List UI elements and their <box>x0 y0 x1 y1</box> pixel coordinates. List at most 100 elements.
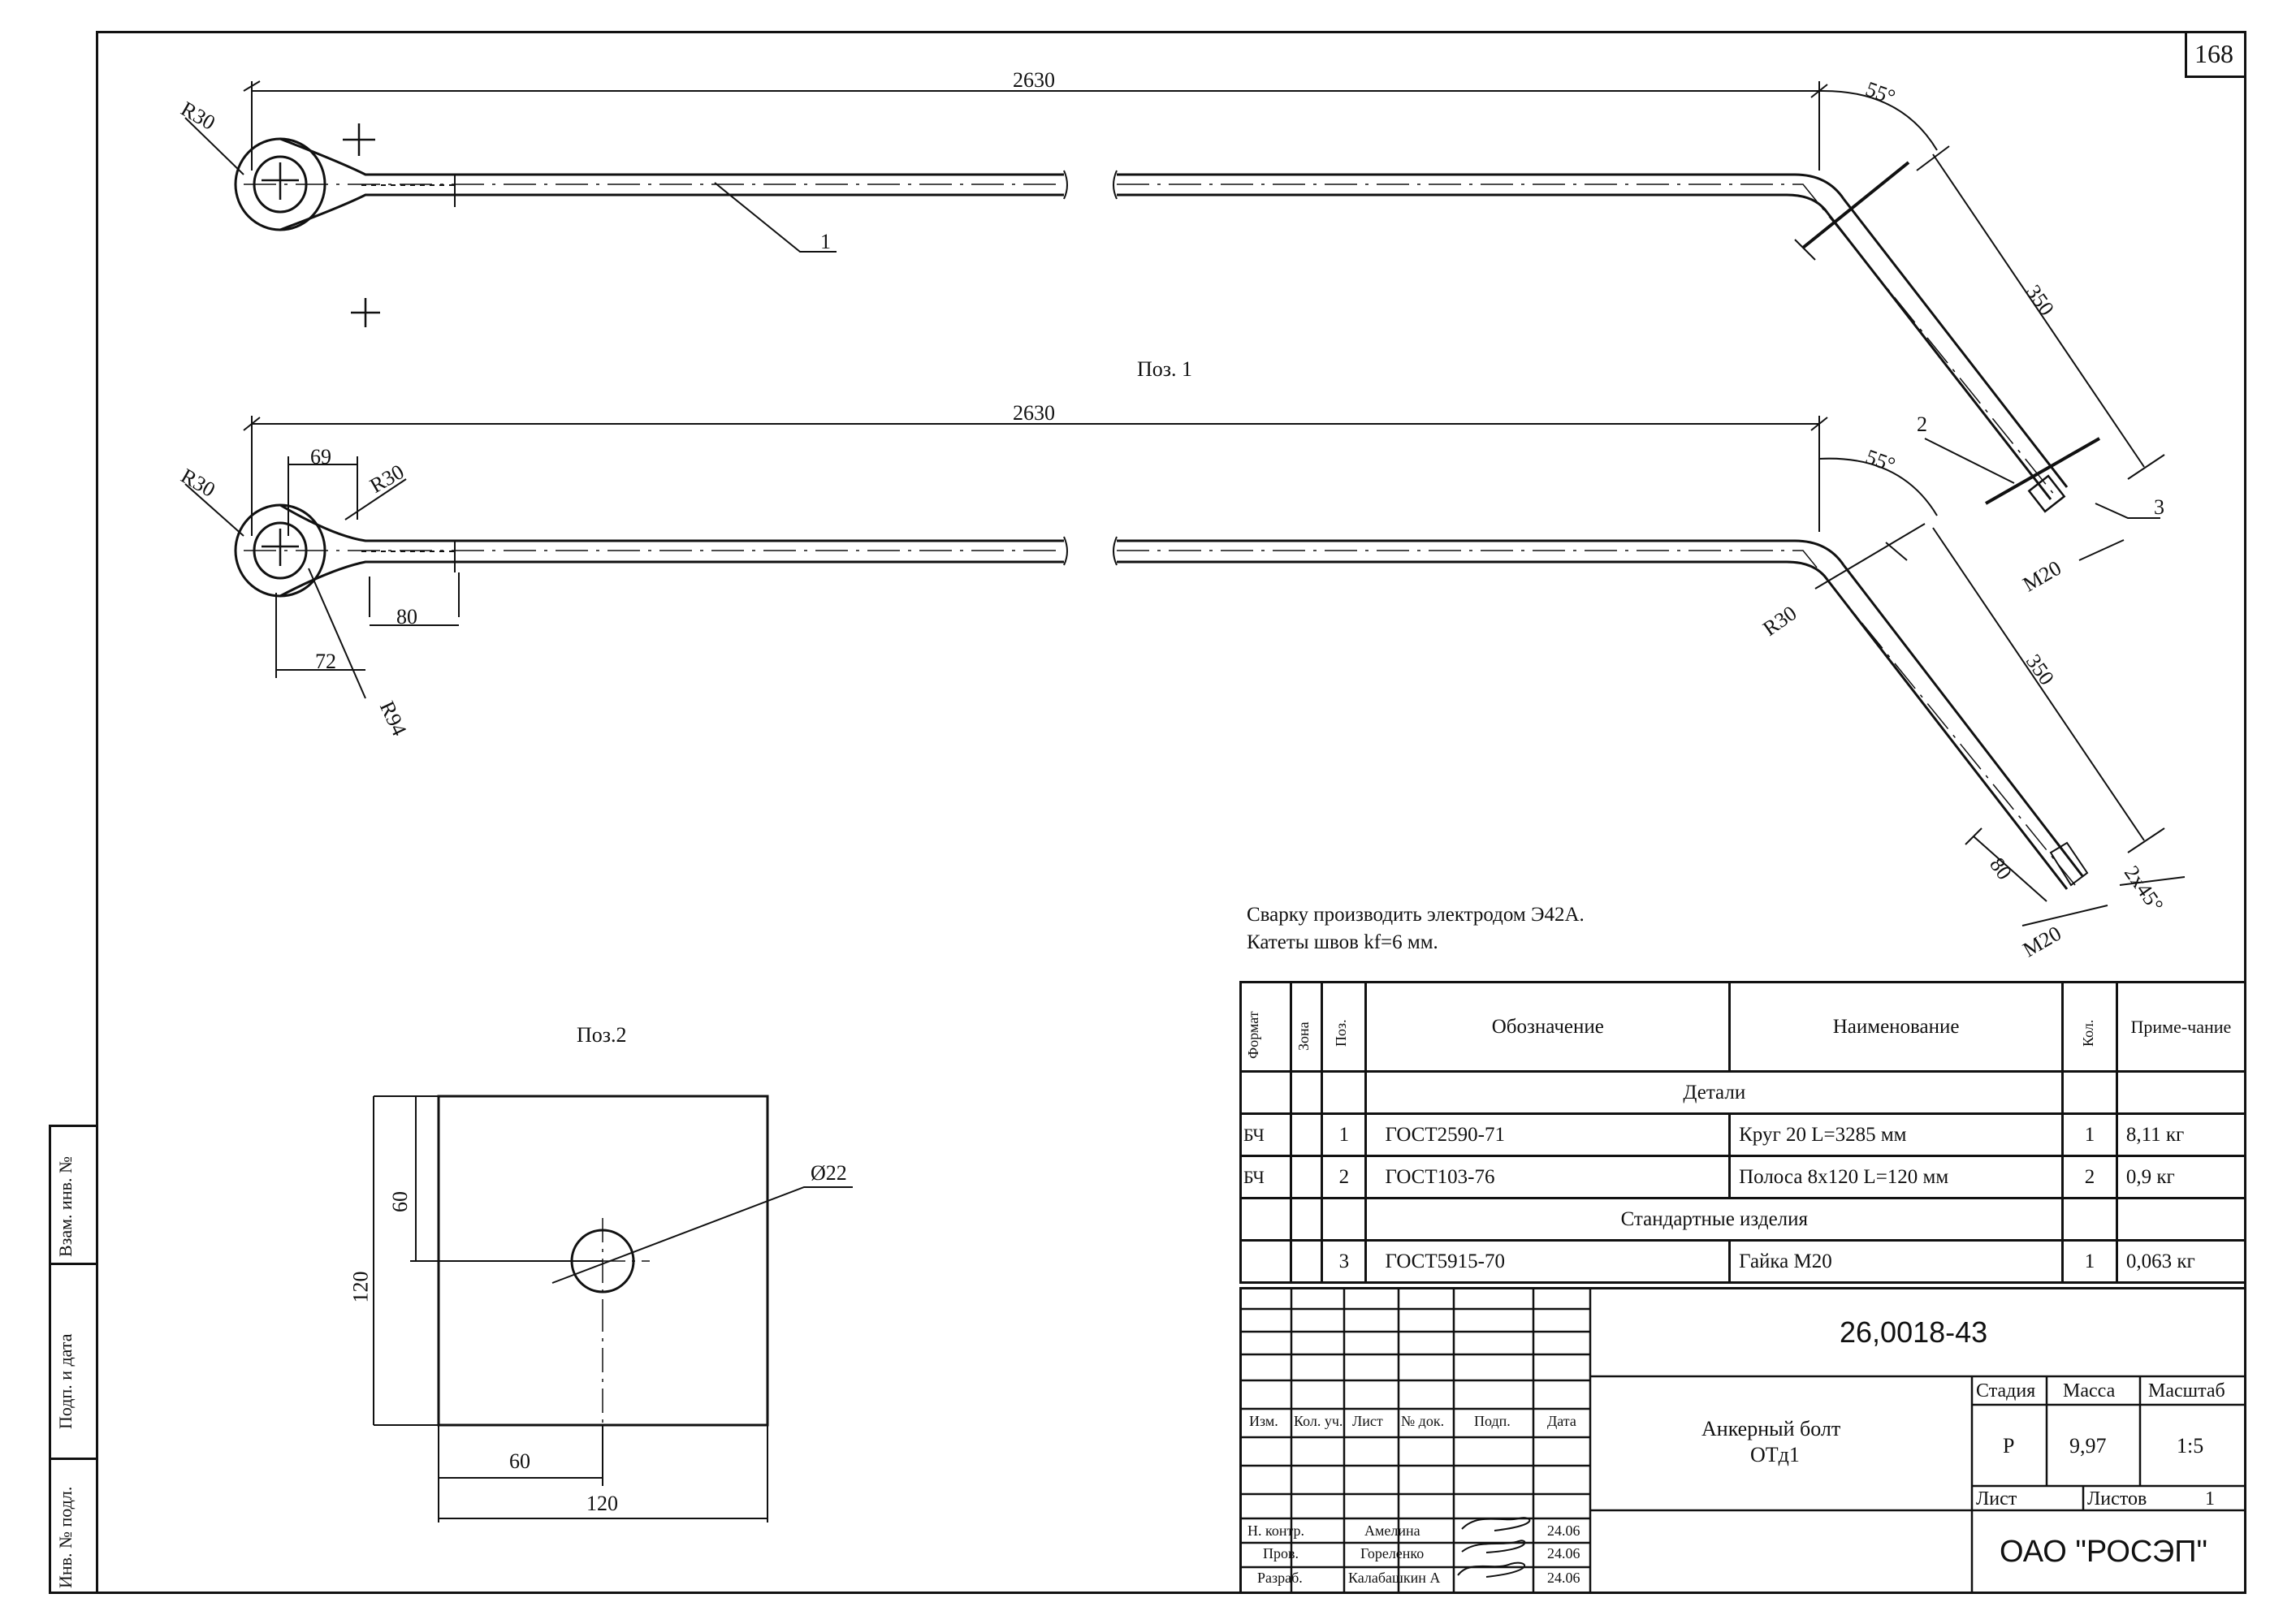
cell-designation: ГОСТ103-76 <box>1364 1155 1732 1199</box>
product-name-line1: Анкерный болт <box>1701 1417 1841 1440</box>
sheets-label: Листов <box>2087 1488 2147 1510</box>
side-stamp-divider-2 <box>49 1458 98 1460</box>
dim-hole-diameter: Ø22 <box>811 1161 847 1185</box>
section-details: Детали <box>1364 1070 2065 1115</box>
header-format: Формат <box>1239 981 1292 1073</box>
drawing-frame <box>96 31 2246 1594</box>
product-name-line2: ОТд1 <box>1750 1443 1800 1466</box>
header-zone: Зона <box>1289 981 1324 1073</box>
name-razrab: Калабашкин А <box>1348 1570 1441 1586</box>
scale-label: Масштаб <box>2148 1380 2225 1402</box>
header-name: Наименование <box>1728 981 2065 1073</box>
role-nkontr: Н. контр. <box>1247 1522 1305 1539</box>
date-nkontr: 24.06 <box>1547 1522 1580 1539</box>
role-prov: Пров. <box>1263 1545 1299 1561</box>
scale-value: 1:5 <box>2177 1434 2204 1458</box>
cell-empty <box>2115 1197 2247 1242</box>
callout-3: 3 <box>2154 495 2164 519</box>
col-podp: Подп. <box>1474 1413 1511 1429</box>
col-list: Лист <box>1352 1413 1383 1429</box>
cell-designation: ГОСТ2590-71 <box>1364 1112 1732 1157</box>
title-block <box>1239 1287 2246 1594</box>
cell-empty <box>2061 1197 2118 1242</box>
header-note: Приме-чание <box>2115 981 2247 1073</box>
table-row: БЧ 2 ГОСТ103-76 Полоса 8х120 L=120 мм 2 … <box>1239 1155 2247 1199</box>
col-kol: Кол. уч. <box>1294 1413 1343 1429</box>
mass-value: 9,97 <box>2069 1434 2107 1458</box>
note-line-1: Сварку производить электродом Э42А. <box>1247 904 1585 926</box>
specification-table: Формат Зона Поз. Обозначение Наименовани… <box>1239 981 2247 1284</box>
cell-designation: ГОСТ5915-70 <box>1364 1239 1732 1284</box>
cell-empty <box>1239 1070 1292 1115</box>
cell-pos: 2 <box>1321 1155 1368 1199</box>
dim-120-horizontal: 120 <box>586 1492 618 1515</box>
cell-note: 0,063 кг <box>2115 1239 2247 1284</box>
cell-empty <box>1289 1070 1324 1115</box>
date-razrab: 24.06 <box>1547 1570 1580 1586</box>
role-razrab: Разраб. <box>1257 1570 1303 1586</box>
name-nkontr: Амелина <box>1364 1522 1420 1539</box>
page-number-box <box>2185 31 2246 78</box>
cell-zone <box>1289 1112 1324 1157</box>
side-stamp <box>49 1125 98 1594</box>
note-line-2: Катеты швов kf=6 мм. <box>1247 931 1438 953</box>
rod-top-dims <box>184 80 2165 480</box>
sheet-label: Лист <box>1976 1488 2017 1510</box>
table-row: БЧ 1 ГОСТ2590-71 Круг 20 L=3285 мм 1 8,1… <box>1239 1112 2247 1157</box>
cell-name: Полоса 8х120 L=120 мм <box>1728 1155 2065 1199</box>
dim-60-horizontal: 60 <box>509 1449 530 1473</box>
cell-format: БЧ <box>1239 1112 1292 1157</box>
cell-format: БЧ <box>1239 1155 1292 1199</box>
cell-empty <box>2115 1070 2247 1115</box>
cell-empty <box>1321 1070 1368 1115</box>
cell-zone <box>1289 1239 1324 1284</box>
header-qty: Кол. <box>2061 981 2118 1073</box>
table-row: 3 ГОСТ5915-70 Гайка М20 1 0,063 кг <box>1239 1239 2247 1284</box>
cell-empty <box>2061 1070 2118 1115</box>
dim-80-eye: 80 <box>396 605 417 628</box>
leader-label-1: 1 <box>820 230 831 253</box>
cell-empty <box>1321 1197 1368 1242</box>
page-number: 168 <box>2194 39 2233 68</box>
mass-label: Масса <box>2063 1380 2116 1402</box>
name-prov: Гореленко <box>1360 1545 1425 1561</box>
col-data: Дата <box>1547 1413 1576 1429</box>
header-designation: Обозначение <box>1364 981 1732 1073</box>
stage-value: Р <box>2003 1434 2015 1458</box>
cell-pos: 3 <box>1321 1239 1368 1284</box>
col-izm: Изм. <box>1249 1413 1278 1429</box>
section-standard: Стандартные изделия <box>1364 1197 2065 1242</box>
dim-2630-bottom: 2630 <box>1013 401 1055 425</box>
plate-view <box>373 1095 853 1522</box>
cell-name: Круг 20 L=3285 мм <box>1728 1112 2065 1157</box>
cell-qty: 1 <box>2061 1112 2118 1157</box>
view-title-pos1: Поз. 1 <box>1137 357 1193 381</box>
cell-empty <box>1239 1197 1292 1242</box>
cell-qty: 1 <box>2061 1239 2118 1284</box>
dim-69: 69 <box>310 445 331 469</box>
dim-2630-top: 2630 <box>1013 68 1055 92</box>
cell-empty <box>1289 1197 1324 1242</box>
rod-bottom-view <box>234 437 2100 890</box>
cell-pos: 1 <box>1321 1112 1368 1157</box>
side-stamp-divider-1 <box>49 1263 98 1265</box>
cell-name: Гайка М20 <box>1728 1239 2065 1284</box>
col-ndok: № док. <box>1401 1413 1445 1429</box>
sheets-count: 1 <box>2205 1488 2215 1510</box>
rod-top-view <box>234 123 2069 500</box>
doc-code: 26,0018-43 <box>1840 1315 1988 1349</box>
cell-format <box>1239 1239 1292 1284</box>
cell-qty: 2 <box>2061 1155 2118 1199</box>
rod-bottom-dims <box>184 416 2186 926</box>
cell-note: 0,9 кг <box>2115 1155 2247 1199</box>
dim-72: 72 <box>315 650 336 673</box>
organization: ОАО "РОСЭП" <box>2000 1535 2208 1569</box>
view-title-pos2: Поз.2 <box>577 1023 627 1047</box>
date-prov: 24.06 <box>1547 1545 1580 1561</box>
callout-2: 2 <box>1917 412 1927 436</box>
cell-zone <box>1289 1155 1324 1199</box>
cell-note: 8,11 кг <box>2115 1112 2247 1157</box>
